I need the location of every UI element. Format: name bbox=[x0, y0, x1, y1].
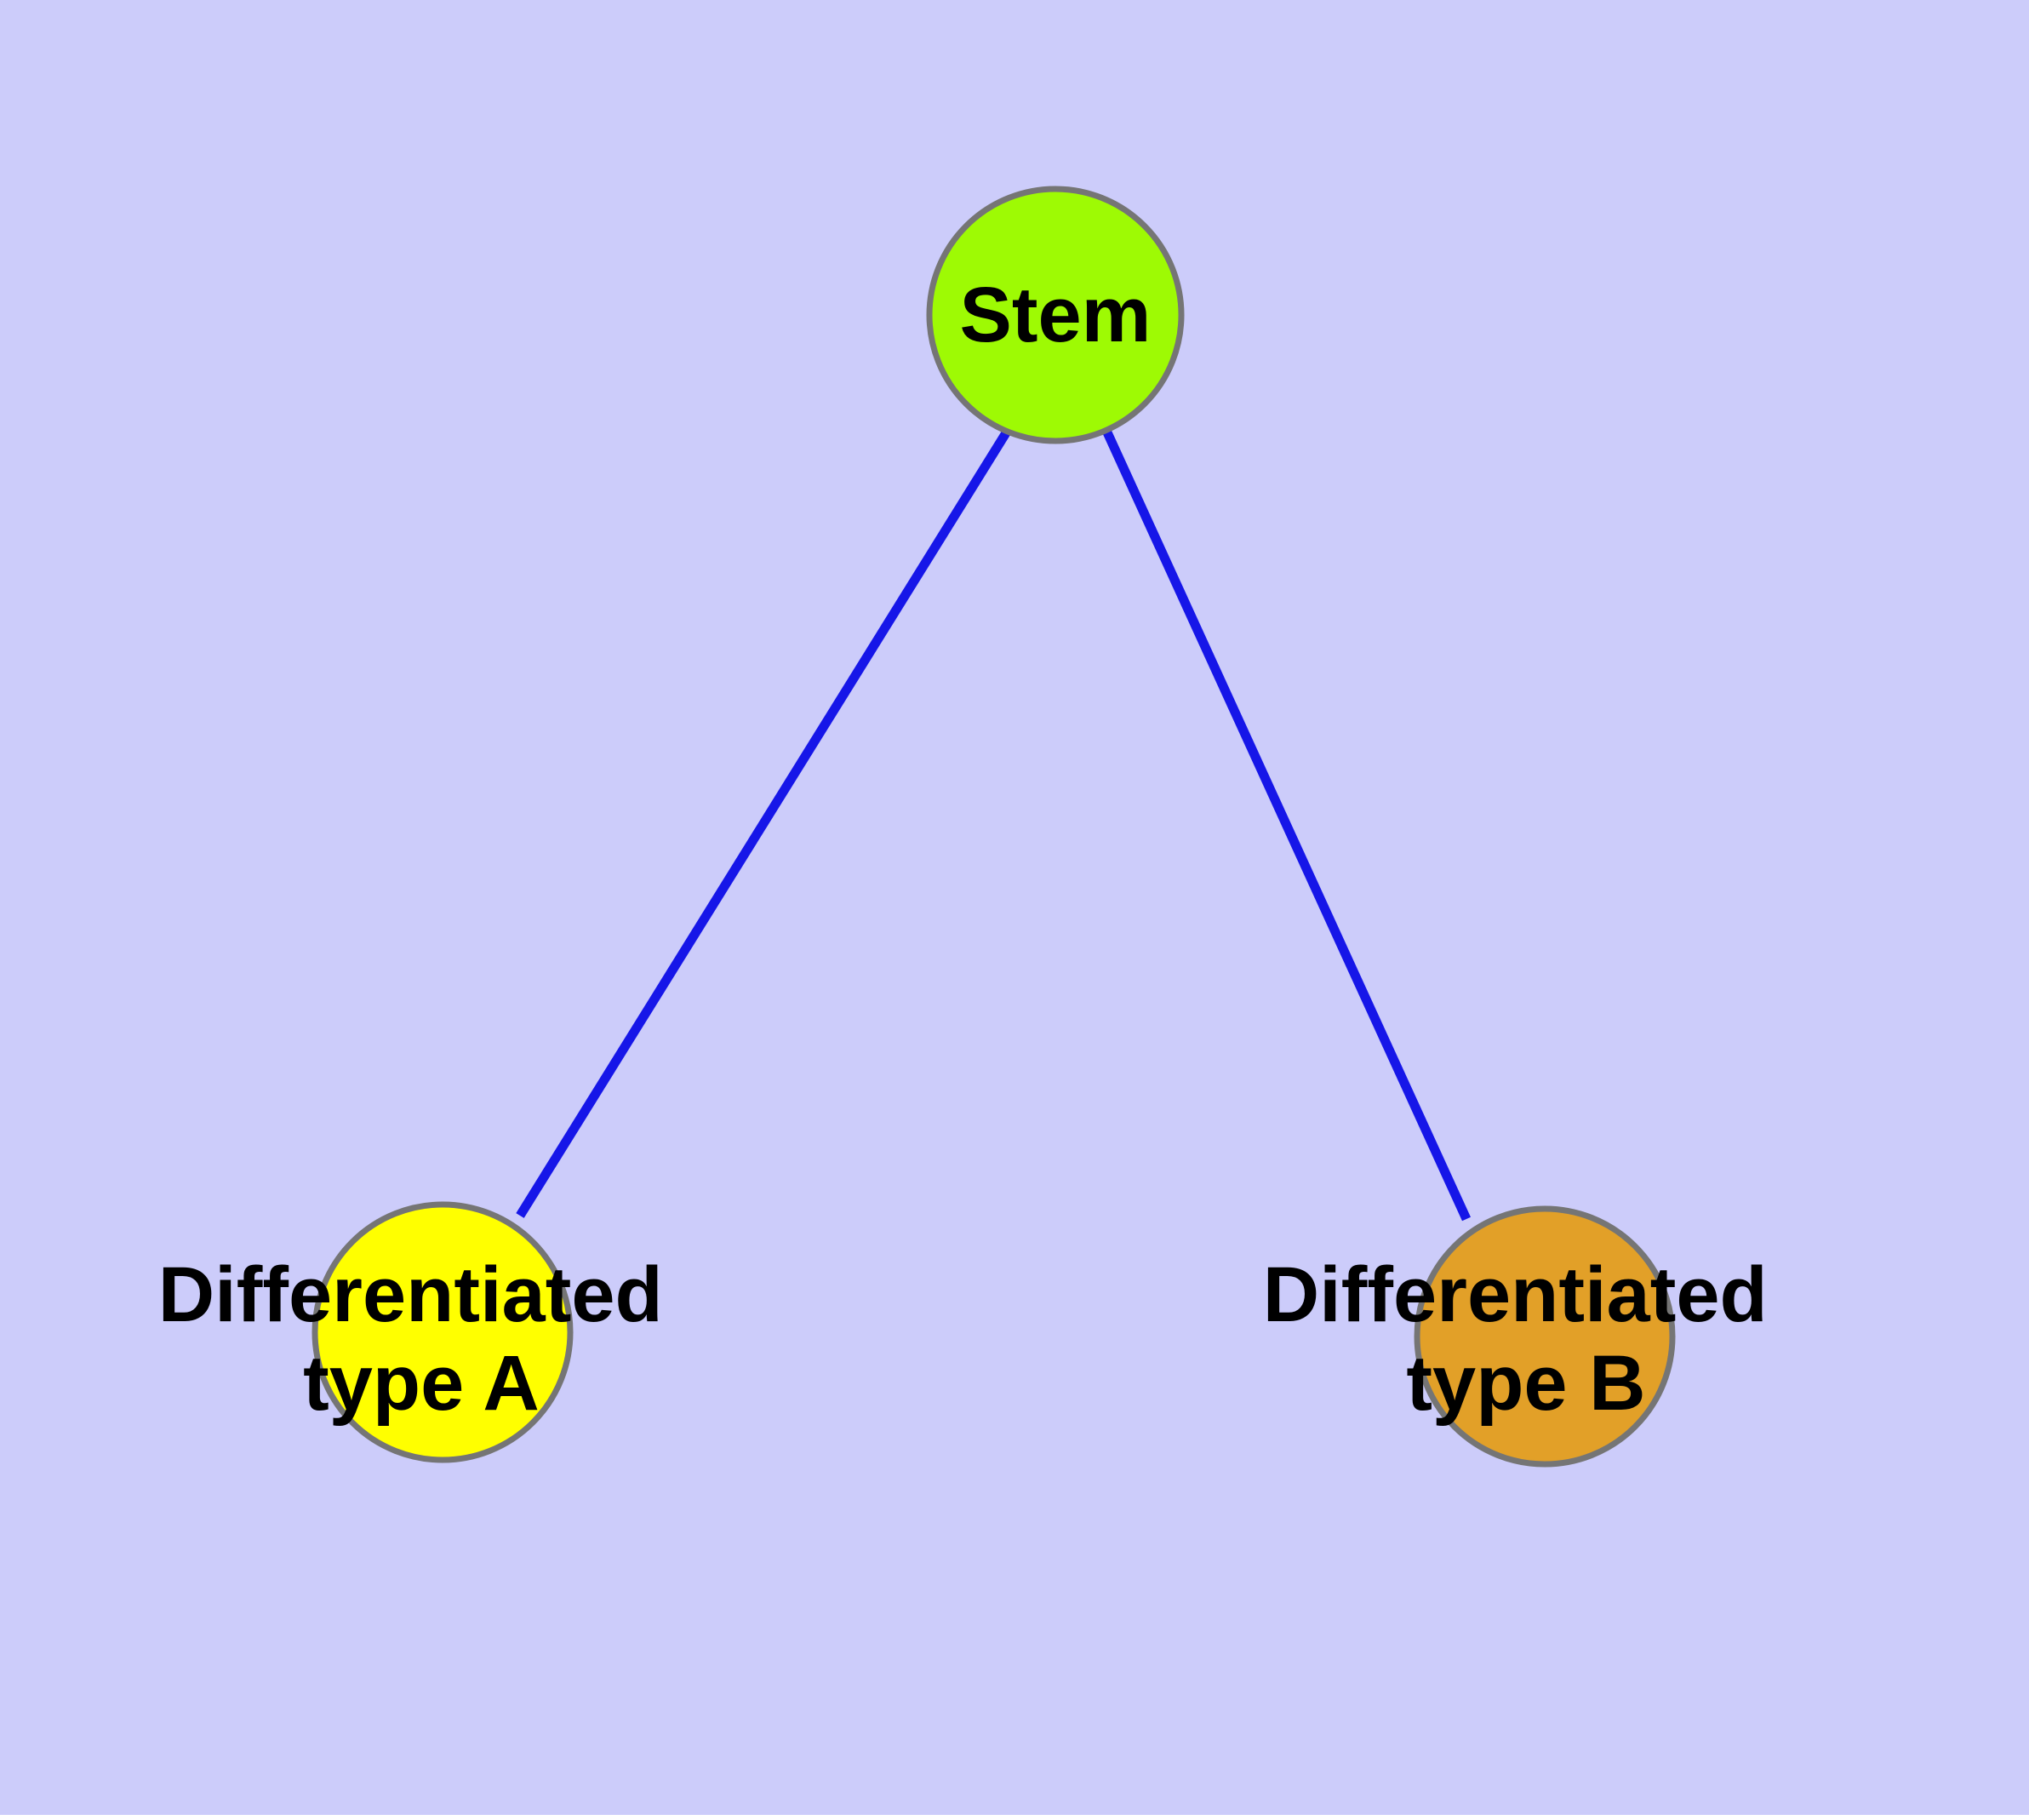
node-stem-circle[interactable] bbox=[926, 186, 1185, 444]
node-stem[interactable] bbox=[926, 186, 1185, 444]
node-layer bbox=[311, 186, 1676, 1468]
node-diff-b-label-line-2: type B bbox=[1406, 1340, 1645, 1427]
node-diff-a-circle[interactable] bbox=[311, 1201, 574, 1463]
edge-layer bbox=[516, 429, 1472, 1222]
edge-stem-to-diff-a bbox=[516, 429, 1011, 1218]
node-stem-label: Stem bbox=[960, 272, 1152, 358]
node-diff-a-label-line-1: Differentiated bbox=[158, 1251, 663, 1338]
label-layer: Stem Differentiated type A Differentiate… bbox=[158, 272, 1790, 1427]
node-diff-b-label: Differentiated type B bbox=[1263, 1251, 1790, 1427]
node-diff-a-label: Differentiated type A bbox=[158, 1251, 685, 1427]
node-diff-b[interactable] bbox=[1414, 1205, 1676, 1468]
node-diff-b-circle[interactable] bbox=[1414, 1205, 1676, 1468]
edge-stem-to-diff-b bbox=[1102, 430, 1472, 1222]
node-diff-b-label-line-1: Differentiated bbox=[1263, 1251, 1768, 1338]
node-diff-a-label-line-2: type A bbox=[303, 1340, 540, 1427]
node-diff-a[interactable] bbox=[311, 1201, 574, 1463]
node-stem-label-line-1: Stem bbox=[960, 272, 1152, 358]
